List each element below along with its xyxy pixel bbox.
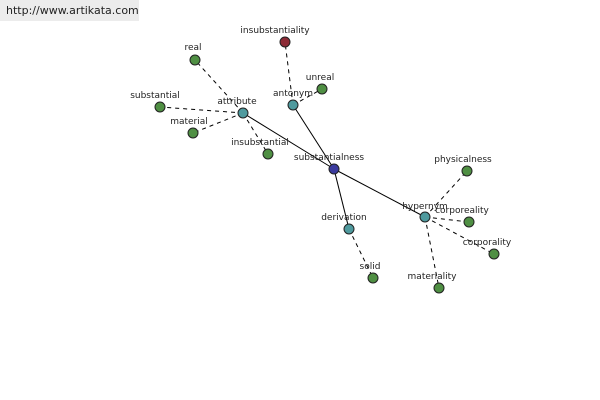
edge-hypernym-corporality <box>424 216 495 255</box>
label-substantial: substantial <box>130 91 180 101</box>
label-material: material <box>170 117 208 127</box>
label-antonym: antonym <box>273 89 313 99</box>
label-materiality: materiality <box>408 272 458 282</box>
edge-substantialness-antonym <box>292 104 335 170</box>
node-physicalness[interactable] <box>461 165 473 177</box>
label-unreal: unreal <box>306 73 334 83</box>
node-real[interactable] <box>189 54 201 66</box>
node-substantial[interactable] <box>154 101 166 113</box>
graph-labels: substantialness attribute antonym derivatio… <box>130 26 512 282</box>
label-derivation: derivation <box>321 213 367 223</box>
graph-edges <box>159 41 495 289</box>
node-materiality[interactable] <box>433 282 445 294</box>
node-insubstantiality[interactable] <box>279 36 291 48</box>
edge-attribute-substantial <box>159 106 244 114</box>
label-real: real <box>184 43 201 53</box>
edge-substantialness-attribute <box>242 112 335 170</box>
node-corporality[interactable] <box>488 248 500 260</box>
node-solid[interactable] <box>367 272 379 284</box>
node-derivation[interactable] <box>343 223 355 235</box>
label-insubstantial: insubstantial <box>231 138 289 148</box>
label-physicalness: physicalness <box>434 155 492 165</box>
label-corporeality: corporeality <box>435 206 489 216</box>
node-insubstantial[interactable] <box>262 148 274 160</box>
edge-hypernym-physicalness <box>424 170 468 218</box>
label-insubstantiality: insubstantiality <box>240 26 310 36</box>
edge-derivation-solid <box>348 228 374 279</box>
node-corporeality[interactable] <box>463 216 475 228</box>
edge-hypernym-corporeality <box>424 216 470 223</box>
graph-nodes <box>154 36 500 294</box>
node-material[interactable] <box>187 127 199 139</box>
node-attribute[interactable] <box>237 107 249 119</box>
label-solid: solid <box>360 262 381 272</box>
edge-antonym-insubstantiality <box>284 41 294 106</box>
edge-substantialness-derivation <box>333 168 350 230</box>
edge-attribute-insubstantial <box>242 112 269 155</box>
edge-substantialness-hypernym <box>333 168 426 218</box>
edge-attribute-material <box>192 112 244 134</box>
edge-attribute-real <box>194 59 244 114</box>
node-substantialness[interactable] <box>328 163 340 175</box>
label-substantialness: substantialness <box>294 153 365 163</box>
edge-antonym-unreal <box>292 88 323 106</box>
watermark-url: http://www.artikata.com <box>0 0 139 21</box>
node-antonym[interactable] <box>287 99 299 111</box>
node-unreal[interactable] <box>316 83 328 95</box>
label-hypernym: hypernym <box>402 202 448 212</box>
node-hypernym[interactable] <box>419 211 431 223</box>
label-attribute: attribute <box>217 97 257 107</box>
label-corporality: corporality <box>463 238 512 248</box>
